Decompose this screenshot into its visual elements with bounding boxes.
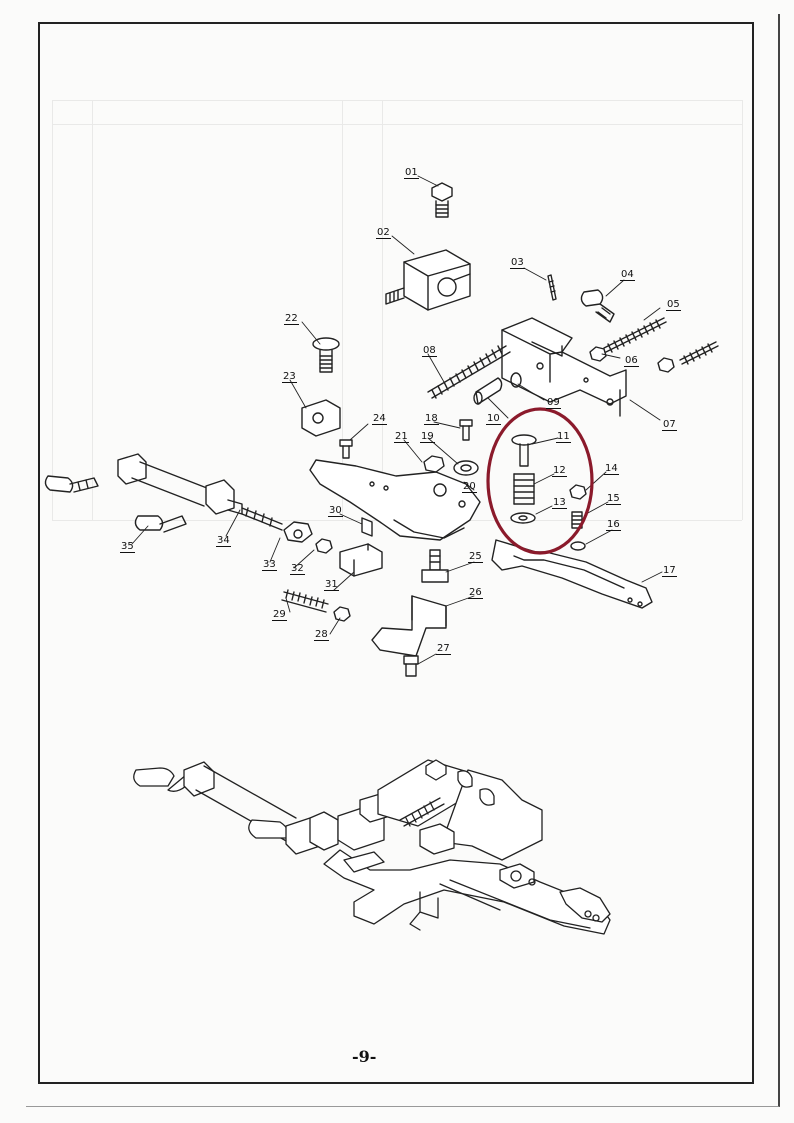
label-05: 05 <box>666 299 681 311</box>
part-28-nut <box>333 606 351 622</box>
label-33: 33 <box>262 559 277 571</box>
label-25: 25 <box>468 551 483 563</box>
page-frame <box>38 22 754 1084</box>
part-20-plate <box>309 459 481 541</box>
label-01: 01 <box>404 167 419 179</box>
part-15-screw <box>571 511 583 529</box>
label-08: 08 <box>422 345 437 357</box>
label-26: 26 <box>468 587 483 599</box>
leader-lines <box>131 175 663 665</box>
label-03: 03 <box>510 257 525 269</box>
part-33-nut <box>283 521 313 543</box>
label-14: 14 <box>604 463 619 475</box>
part-26-bracket <box>371 595 447 657</box>
left-elbow-fitting <box>44 475 99 493</box>
part-22-screw <box>312 337 340 373</box>
part-10-sleeve <box>473 377 503 405</box>
part-17-lever <box>491 539 653 609</box>
label-23: 23 <box>282 371 297 383</box>
label-19: 19 <box>420 431 435 443</box>
label-10: 10 <box>486 413 501 425</box>
part-34-cylinder <box>117 453 283 531</box>
part-16-washer <box>570 541 586 551</box>
label-04: 04 <box>620 269 635 281</box>
label-20: 20 <box>462 481 477 493</box>
label-27: 27 <box>436 643 451 655</box>
label-28: 28 <box>314 629 329 641</box>
part-19-washer <box>453 460 479 476</box>
part-32-nut <box>315 538 333 554</box>
part-14-nut <box>569 484 587 500</box>
part-01-bolt <box>431 182 453 218</box>
label-32: 32 <box>290 563 305 575</box>
label-29: 29 <box>272 609 287 621</box>
part-03-pin <box>547 274 557 301</box>
part-23-block <box>301 399 341 437</box>
part-13-washer <box>510 512 536 524</box>
part-12-spring <box>513 473 535 505</box>
part-31-block <box>339 543 383 577</box>
part-02-block <box>385 249 471 311</box>
label-12: 12 <box>552 465 567 477</box>
label-13: 13 <box>552 497 567 509</box>
label-15: 15 <box>606 493 621 505</box>
part-24-screw <box>339 439 353 459</box>
label-06: 06 <box>624 355 639 367</box>
part-29-rod <box>281 589 329 613</box>
highlight-oval <box>486 407 594 555</box>
page-outer-border <box>26 14 780 1107</box>
part-05-spring <box>603 317 719 365</box>
page-number: -9- <box>352 1047 377 1066</box>
part-04-elbow <box>580 289 615 323</box>
label-11: 11 <box>556 431 571 443</box>
label-07: 07 <box>662 419 677 431</box>
label-30: 30 <box>328 505 343 517</box>
part-06-nut <box>589 346 675 373</box>
label-31: 31 <box>324 579 339 591</box>
part-30-pin <box>361 517 373 537</box>
label-09: 09 <box>546 397 561 409</box>
label-22: 22 <box>284 313 299 325</box>
label-34: 34 <box>216 535 231 547</box>
part-07-bracket <box>501 317 627 417</box>
part-25-fitting <box>421 549 449 583</box>
part-27-screw <box>403 655 419 677</box>
label-21: 21 <box>394 431 409 443</box>
label-02: 02 <box>376 227 391 239</box>
label-17: 17 <box>662 565 677 577</box>
part-18-screw <box>459 419 473 441</box>
label-16: 16 <box>606 519 621 531</box>
label-18: 18 <box>424 413 439 425</box>
label-35: 35 <box>120 541 135 553</box>
part-08-spring <box>427 345 511 399</box>
part-35-fitting <box>134 515 187 533</box>
part-09-washer <box>510 372 522 388</box>
label-24: 24 <box>372 413 387 425</box>
assembled-view <box>133 759 611 935</box>
part-21-nut <box>423 455 445 473</box>
part-11-pin <box>511 434 537 467</box>
